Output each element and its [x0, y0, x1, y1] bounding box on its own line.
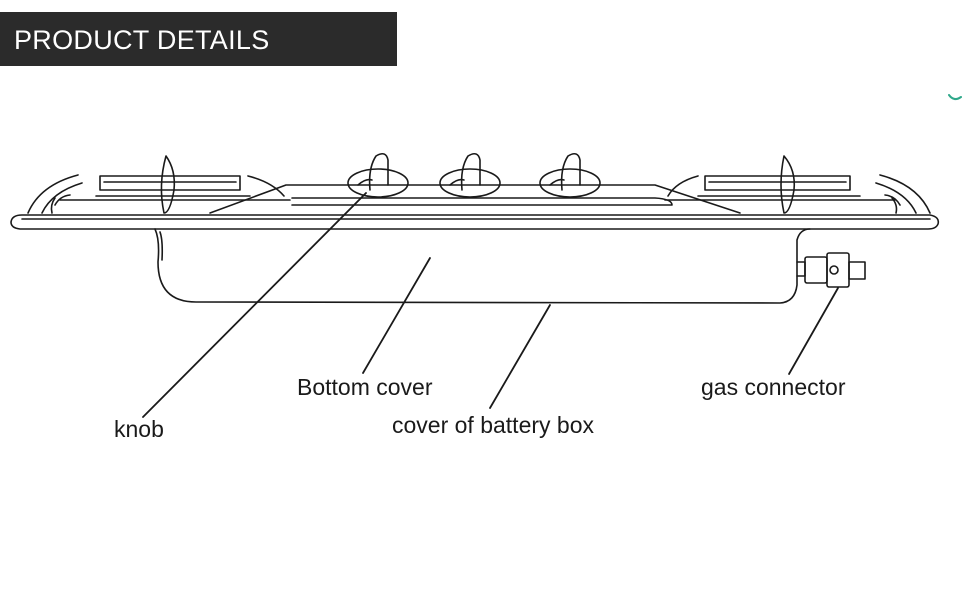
- page-title: PRODUCT DETAILS: [14, 24, 270, 55]
- bottom-cover-body: [154, 228, 811, 304]
- corner-accent-mark: [948, 94, 962, 101]
- battery-cover-label: cover of battery box: [392, 412, 594, 438]
- knob-label: knob: [114, 416, 164, 442]
- gas-connector-label: gas connector: [701, 374, 846, 400]
- gas-connector-leader: [788, 287, 839, 375]
- knob-shapes: [347, 152, 601, 198]
- battery-cover-leader: [489, 304, 551, 409]
- bottom-cover-label: Bottom cover: [297, 374, 433, 400]
- knob-leader: [142, 192, 367, 418]
- header-banner: PRODUCT DETAILS: [0, 12, 397, 66]
- leader-lines: [142, 192, 839, 418]
- right-grate: [664, 155, 931, 214]
- left-grate: [27, 155, 291, 214]
- gas-connector-shape: [796, 252, 866, 288]
- bottom-cover-leader: [362, 257, 431, 374]
- top-plate: [10, 184, 940, 230]
